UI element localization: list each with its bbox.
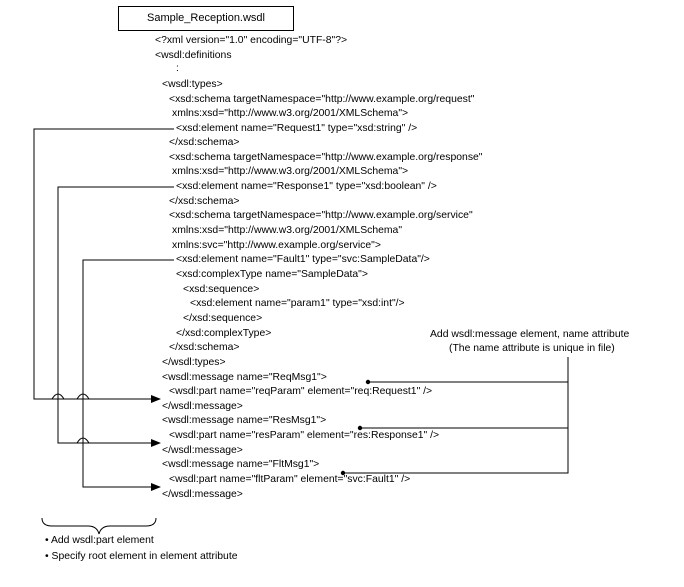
code-line: <wsdl:definitions (155, 50, 232, 61)
code-line: </xsd:schema> (169, 342, 240, 353)
code-line: <xsd:element name="Response1" type="xsd:… (176, 181, 437, 192)
line-crossing-hop (76, 393, 90, 400)
message-note-line-1: Add wsdl:message element, name attribute (430, 329, 630, 340)
line-crossing-hop (51, 393, 65, 400)
message-note-line-2: (The name attribute is unique in file) (449, 343, 615, 354)
code-line: </xsd:complexType> (176, 328, 272, 339)
code-line: <xsd:element name="Request1" type="xsd:s… (176, 123, 418, 134)
code-line: </wsdl:message> (162, 445, 243, 456)
line-crossing-hop (76, 437, 90, 444)
code-line: xmlns:xsd="http://www.w3.org/2001/XMLSch… (172, 108, 409, 119)
part-note-1: • Add wsdl:part element (45, 535, 154, 546)
code-line: </wsdl:message> (162, 401, 243, 412)
code-line: </xsd:sequence> (183, 313, 263, 324)
code-line: xmlns:xsd="http://www.w3.org/2001/XMLSch… (172, 166, 409, 177)
code-line: <wsdl:message name="ReqMsg1"> (162, 372, 327, 383)
code-line: : (176, 63, 179, 74)
code-line: <wsdl:part name="reqParam" element="req:… (169, 386, 433, 397)
code-line: <xsd:complexType name="SampleData"> (176, 269, 368, 280)
code-line: <wsdl:part name="fltParam" element="svc:… (169, 474, 411, 485)
message-bullet (357, 425, 363, 431)
request-element-connector (33, 128, 174, 403)
code-line: <xsd:schema targetNamespace="http://www.… (169, 94, 475, 105)
code-line: <xsd:element name="param1" type="xsd:int… (190, 298, 405, 309)
code-line: </xsd:schema> (169, 196, 240, 207)
code-line: <wsdl:part name="resParam" element="res:… (169, 430, 440, 441)
code-line: <xsd:element name="Fault1" type="svc:Sam… (176, 254, 430, 265)
code-line: xmlns:xsd="http://www.w3.org/2001/XMLSch… (172, 225, 403, 236)
code-line: <wsdl:message name="ResMsg1"> (162, 415, 327, 426)
fault-element-connector (82, 259, 174, 491)
part-note-brace (41, 517, 157, 535)
code-line: <xsd:schema targetNamespace="http://www.… (169, 152, 483, 163)
message-bullet (340, 470, 346, 476)
code-line: <wsdl:message name="FltMsg1"> (162, 459, 320, 470)
code-line: </wsdl:types> (162, 357, 226, 368)
code-line: xmlns:svc="http://www.example.org/servic… (172, 240, 381, 251)
code-line: </xsd:schema> (169, 137, 240, 148)
code-line: <xsd:sequence> (183, 284, 260, 295)
code-line: <?xml version="1.0" encoding="UTF-8"?> (155, 35, 348, 46)
file-name-label: Sample_Reception.wsdl (146, 12, 265, 24)
response-element-connector (57, 186, 174, 447)
file-name-box: Sample_Reception.wsdl (118, 6, 294, 31)
message-bullet (365, 379, 371, 385)
message-note-bracket (343, 357, 569, 474)
part-note-2: • Specify root element in element attrib… (45, 551, 238, 562)
code-line: <wsdl:types> (162, 79, 223, 90)
code-line: <xsd:schema targetNamespace="http://www.… (169, 210, 473, 221)
code-line: </wsdl:message> (162, 489, 243, 500)
